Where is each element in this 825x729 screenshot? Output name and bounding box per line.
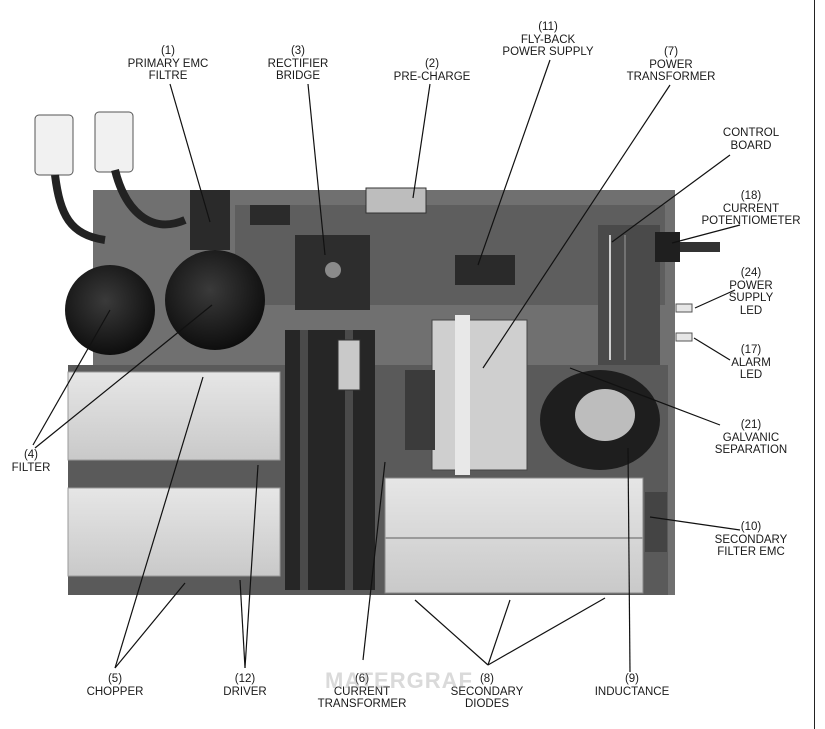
alarm-led: [675, 332, 693, 342]
leader-power-transformer: [482, 84, 671, 369]
filter-capacitor-right: [165, 250, 265, 350]
label-inductance: (9) INDUCTANCE: [594, 673, 670, 698]
label-control-board: CONTROL BOARD: [722, 127, 780, 152]
leader-primary-emc: [169, 83, 211, 223]
leader-rectifier: [307, 83, 326, 256]
power-transformer: [431, 319, 528, 471]
leader-precharge: [412, 83, 431, 199]
leader-control-board: [611, 154, 731, 243]
leader-diodes-c: [487, 597, 606, 666]
label-secondary-diodes: (8) SECONDARY DIODES: [450, 673, 524, 710]
leader-chopper-a: [114, 376, 204, 669]
label-pre-charge: (2) PRE-CHARGE: [393, 58, 471, 83]
label-alarm-led: (17) ALARM LED: [731, 344, 771, 381]
secondary-emc-part: [645, 492, 667, 552]
label-driver: (12) DRIVER: [223, 673, 267, 698]
leader-driver-b: [239, 579, 246, 669]
leader-galvanic: [569, 367, 721, 426]
leader-potentiometer: [671, 224, 741, 244]
label-rectifier-bridge: (3) RECTIFIER BRIDGE: [267, 45, 329, 82]
leader-current-transformer: [362, 461, 386, 661]
label-power-supply-led: (24) POWER SUPPLY LED: [728, 267, 774, 317]
control-board: [598, 225, 660, 365]
label-filter: (4) FILTER: [11, 449, 51, 474]
leader-flyback: [477, 59, 551, 266]
flyback-ic: [455, 255, 515, 285]
label-chopper: (5) CHOPPER: [86, 673, 144, 698]
leader-filter-b: [34, 304, 213, 449]
leader-inductance: [627, 447, 631, 673]
potentiometer: [655, 232, 680, 262]
leader-power-led: [694, 289, 736, 309]
label-power-transformer: (7) POWER TRANSFORMER: [626, 46, 716, 83]
leader-chopper-b: [114, 582, 186, 669]
pre-charge-relay: [365, 187, 427, 214]
label-current-transformer: (6) CURRENT TRANSFORMER: [317, 673, 407, 710]
leader-diodes-b: [487, 599, 511, 666]
watermark: MATERGRAF: [325, 668, 473, 693]
label-galvanic-separation: (21) GALVANIC SEPARATION: [714, 419, 788, 456]
leader-diodes-a: [414, 599, 489, 666]
power-led: [675, 303, 693, 313]
heatsink-upper: [67, 371, 281, 461]
connector-1: [34, 114, 74, 176]
leader-driver-a: [244, 464, 259, 669]
leader-alarm-led: [693, 337, 731, 361]
heatsink-lower: [67, 487, 281, 577]
label-secondary-filter-emc: (10) SECONDARY FILTER EMC: [714, 521, 788, 558]
label-primary-emc-filtre: (1) PRIMARY EMC FILTRE: [127, 45, 209, 82]
current-transformer-core: [337, 339, 361, 391]
label-fly-back-power-supply: (11) FLY-BACK POWER SUPPLY: [502, 21, 594, 58]
label-current-potentiometer: (18) CURRENT POTENTIOMETER: [701, 190, 801, 227]
right-border-line: [814, 0, 815, 729]
leader-secondary-emc: [649, 516, 741, 531]
leader-filter-a: [32, 309, 111, 446]
secondary-diodes-heatsink: [384, 477, 644, 594]
